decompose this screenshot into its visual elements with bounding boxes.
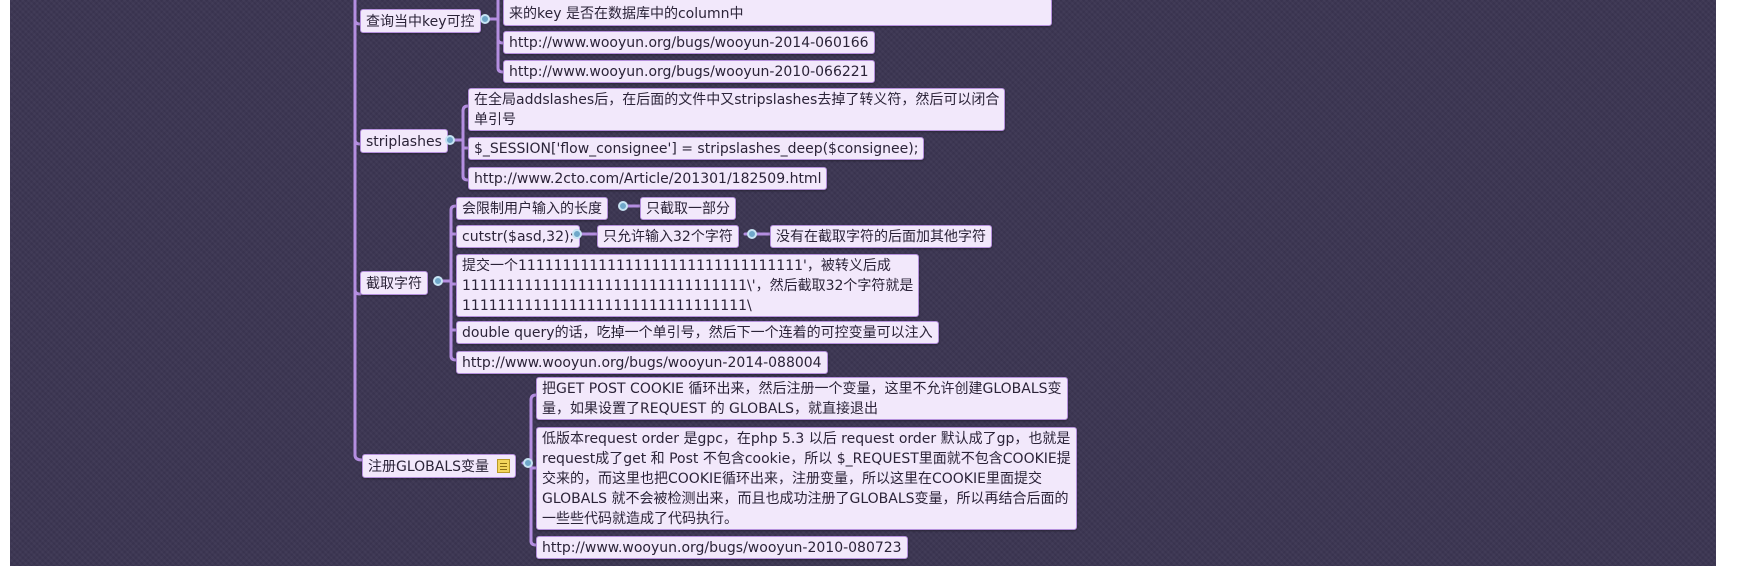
cutstr-child-text: 只允许输入32个字符 (603, 229, 733, 245)
code-text: $_SESSION['flow_consignee'] = stripslash… (474, 141, 919, 157)
branch-stripslashes[interactable]: striplashes (360, 129, 448, 153)
globals-loop-node[interactable]: 把GET POST COOKIE 循环出来，然后注册一个变量，这里不允许创建GL… (536, 377, 1068, 420)
double-query-text: double query的话，吃掉一个单引号，然后下一个连着的可控变量可以注入 (462, 325, 933, 341)
link-text: http://www.wooyun.org/bugs/wooyun-2014-0… (462, 355, 822, 371)
limit-length-child-text: 只截取一部分 (646, 201, 730, 217)
link-text: http://www.wooyun.org/bugs/wooyun-2014-0… (509, 35, 869, 51)
code-node[interactable]: $_SESSION['flow_consignee'] = stripslash… (468, 137, 925, 160)
limit-length-node[interactable]: 会限制用户输入的长度 (456, 197, 608, 220)
link-node[interactable]: http://www.wooyun.org/bugs/wooyun-2014-0… (503, 31, 875, 54)
desc-line: GLOBALS 就不会被检测出来，而且也成功注册了GLOBALS变量，所以再结合… (542, 491, 1069, 507)
collapse-knob[interactable] (433, 276, 443, 286)
link-node[interactable]: http://www.wooyun.org/bugs/wooyun-2014-0… (456, 351, 828, 374)
branch-truncate[interactable]: 截取字符 (360, 271, 428, 295)
link-text: http://www.2cto.com/Article/201301/18250… (474, 171, 822, 187)
desc-line: 在全局addslashes后，在后面的文件中又stripslashes去掉了转义… (474, 92, 1000, 108)
cutstr-node[interactable]: cutstr($asd,32); (456, 225, 581, 248)
stripslashes-desc-node[interactable]: 在全局addslashes后，在后面的文件中又stripslashes去掉了转义… (468, 88, 1006, 131)
desc-line: 单引号 (474, 112, 516, 128)
cutstr-child-node[interactable]: 只允许输入32个字符 (597, 225, 739, 248)
collapse-knob[interactable] (572, 229, 582, 239)
branch-register-globals[interactable]: 注册GLOBALS变量 (362, 454, 517, 478)
cutstr-text: cutstr($asd,32); (462, 229, 575, 245)
connector-lines (353, 0, 772, 547)
link-node[interactable]: http://www.wooyun.org/bugs/wooyun-2010-0… (503, 60, 875, 83)
desc-line: 把GET POST COOKIE 循环出来，然后注册一个变量，这里不允许创建GL… (542, 381, 1062, 397)
mindmap-canvas: 查询当中key可控 来的key 是否在数据库中的column中 http://w… (10, 0, 1716, 566)
desc-line: 交来的，而这里也把COOKIE循环出来，注册变量，所以这里在COOKIE里面提交 (542, 471, 1042, 487)
branch-key-controllable[interactable]: 查询当中key可控 (360, 9, 481, 33)
limit-length-text: 会限制用户输入的长度 (462, 201, 602, 217)
example-line: 提交一个11111111111111111111111111111111'，被转… (462, 258, 891, 274)
desc-line: request成了get 和 Post 不包含cookie，所以 $_REQUE… (542, 451, 1071, 467)
link-node[interactable]: http://www.wooyun.org/bugs/wooyun-2010-0… (536, 536, 908, 559)
key-desc-text: 来的key 是否在数据库中的column中 (509, 6, 744, 22)
collapse-knob[interactable] (747, 229, 757, 239)
collapse-knob[interactable] (618, 201, 628, 211)
cutstr-grandchild-node[interactable]: 没有在截取字符的后面加其他字符 (770, 225, 992, 248)
desc-line: 量，如果设置了REQUEST 的 GLOBALS，就直接退出 (542, 401, 879, 417)
collapse-knob[interactable] (445, 135, 455, 145)
desc-line: 低版本request order 是gpc，在php 5.3 以后 reques… (542, 431, 1071, 447)
branch-label: striplashes (366, 134, 442, 150)
link-text: http://www.wooyun.org/bugs/wooyun-2010-0… (509, 64, 869, 80)
collapse-knob[interactable] (523, 458, 533, 468)
link-text: http://www.wooyun.org/bugs/wooyun-2010-0… (542, 540, 902, 556)
branch-label: 注册GLOBALS变量 (368, 459, 490, 475)
example-line: 11111111111111111111111111111111\'，然后截取3… (462, 278, 914, 294)
double-query-node[interactable]: double query的话，吃掉一个单引号，然后下一个连着的可控变量可以注入 (456, 321, 939, 344)
desc-line: 一些些代码就造成了代码执行。 (542, 511, 738, 527)
branch-label: 截取字符 (366, 276, 422, 292)
limit-length-child-node[interactable]: 只截取一部分 (640, 197, 736, 220)
note-icon[interactable] (497, 459, 511, 473)
example-node[interactable]: 提交一个11111111111111111111111111111111'，被转… (456, 254, 920, 317)
example-line: 11111111111111111111111111111111\ (462, 298, 752, 314)
key-desc-node[interactable]: 来的key 是否在数据库中的column中 (503, 0, 1052, 26)
link-node[interactable]: http://www.2cto.com/Article/201301/18250… (468, 167, 828, 190)
collapse-knob[interactable] (480, 14, 490, 24)
request-order-node[interactable]: 低版本request order 是gpc，在php 5.3 以后 reques… (536, 427, 1077, 530)
branch-label: 查询当中key可控 (366, 14, 475, 30)
cutstr-grandchild-text: 没有在截取字符的后面加其他字符 (776, 229, 986, 245)
